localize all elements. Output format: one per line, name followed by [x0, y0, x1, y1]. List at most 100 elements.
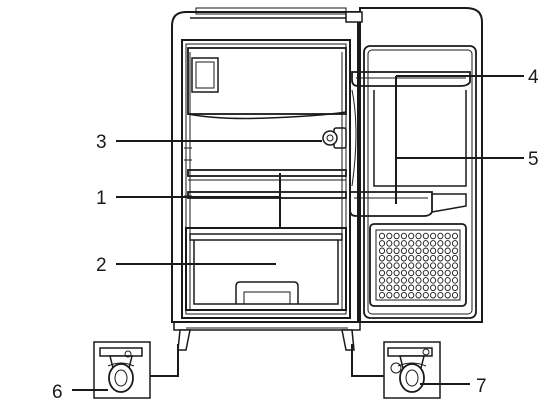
- grid-hole: [378, 240, 386, 247]
- callout-label-1: 1: [96, 188, 107, 209]
- grid-hole: [444, 269, 451, 277]
- grid-hole: [400, 232, 407, 240]
- refrigerator-cabinet: [171, 7, 359, 323]
- grid-hole: [430, 269, 437, 277]
- grid-hole: [437, 277, 444, 284]
- grid-hole: [430, 284, 437, 292]
- grid-hole: [400, 291, 407, 299]
- callout-label-6: 6: [52, 382, 63, 403]
- grid-hole: [430, 254, 437, 262]
- grid-hole: [430, 291, 437, 299]
- callout-label-3: 3: [96, 132, 107, 153]
- grid-hole: [422, 284, 429, 292]
- grid-hole: [378, 284, 386, 292]
- grid-hole: [393, 254, 400, 262]
- grid-hole: [444, 277, 451, 284]
- adjustable-foot-right: [383, 341, 441, 399]
- grid-hole: [422, 269, 429, 277]
- callout-label-7: 7: [476, 376, 487, 397]
- grid-hole: [437, 284, 444, 292]
- leader-line-7b: [351, 344, 384, 377]
- grid-hole: [444, 254, 451, 262]
- grid-hole: [451, 284, 459, 292]
- adjustable-foot-left: [93, 341, 151, 399]
- grid-hole: [415, 262, 422, 269]
- grid-hole: [400, 247, 407, 255]
- grid-hole: [444, 291, 451, 299]
- grid-hole: [451, 254, 459, 262]
- grid-hole: [422, 247, 429, 255]
- grid-hole: [437, 247, 444, 255]
- crisper-drawer: [185, 227, 347, 311]
- grid-hole: [408, 254, 415, 262]
- grid-hole: [393, 262, 400, 269]
- callout-label-5: 5: [528, 149, 539, 170]
- grid-hole: [386, 232, 393, 240]
- grid-hole: [393, 284, 400, 292]
- grid-hole: [378, 262, 386, 269]
- grid-hole: [415, 232, 422, 240]
- grid-hole: [422, 232, 429, 240]
- grid-hole: [386, 269, 393, 277]
- callout-label-2: 2: [96, 255, 107, 276]
- grid-hole: [378, 247, 386, 255]
- grid-hole: [451, 247, 459, 255]
- grid-hole: [378, 277, 386, 284]
- grid-hole: [444, 240, 451, 247]
- grid-hole: [437, 254, 444, 262]
- grid-hole: [378, 269, 386, 277]
- grid-hole: [422, 254, 429, 262]
- grid-hole: [408, 277, 415, 284]
- grid-hole: [400, 277, 407, 284]
- grid-hole: [408, 269, 415, 277]
- grid-hole: [415, 247, 422, 255]
- grid-hole: [378, 254, 386, 262]
- grid-hole: [400, 269, 407, 277]
- cabinet-base: [173, 321, 361, 351]
- grid-hole: [400, 284, 407, 292]
- grid-hole: [400, 254, 407, 262]
- grid-hole: [408, 232, 415, 240]
- grid-hole: [386, 240, 393, 247]
- grid-hole: [386, 284, 393, 292]
- grid-hole: [408, 240, 415, 247]
- grid-hole: [408, 291, 415, 299]
- grid-hole: [415, 269, 422, 277]
- grid-hole: [386, 254, 393, 262]
- grid-hole: [430, 240, 437, 247]
- grid-hole: [437, 291, 444, 299]
- grid-hole: [378, 232, 386, 240]
- grid-hole: [393, 232, 400, 240]
- grid-hole: [386, 247, 393, 255]
- grid-hole: [393, 240, 400, 247]
- door-grid-panel: [369, 223, 467, 307]
- grid-hole: [451, 232, 459, 240]
- grid-hole: [451, 262, 459, 269]
- grid-hole: [422, 262, 429, 269]
- grid-hole: [393, 291, 400, 299]
- grid-hole: [386, 277, 393, 284]
- grid-hole: [408, 262, 415, 269]
- door-shelves: [349, 71, 471, 217]
- grid-hole: [437, 232, 444, 240]
- grid-hole: [386, 291, 393, 299]
- grid-hole: [437, 240, 444, 247]
- grid-hole: [415, 284, 422, 292]
- grid-hole: [444, 284, 451, 292]
- leader-lines: [72, 75, 524, 391]
- grid-hole: [400, 262, 407, 269]
- grid-hole: [400, 240, 407, 247]
- grid-hole: [386, 262, 393, 269]
- grid-hole: [437, 262, 444, 269]
- grid-hole: [415, 254, 422, 262]
- grid-hole: [408, 284, 415, 292]
- refrigerator-door: [345, 7, 483, 323]
- grid-hole: [415, 240, 422, 247]
- leader-line-6b: [150, 344, 179, 377]
- grid-hole: [430, 277, 437, 284]
- grid-hole: [430, 232, 437, 240]
- grid-hole: [415, 277, 422, 284]
- grid-hole: [422, 240, 429, 247]
- grid-hole: [451, 269, 459, 277]
